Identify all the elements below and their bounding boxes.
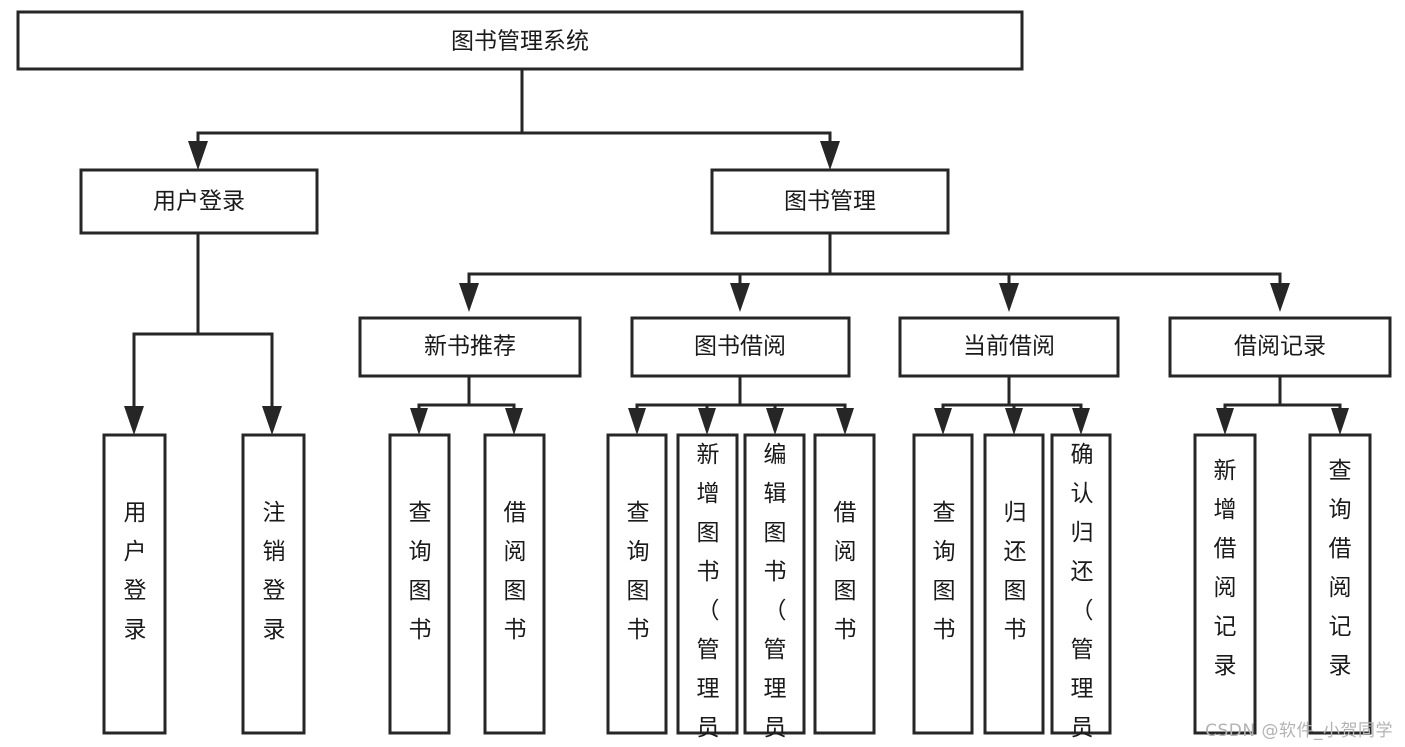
- node-leaf-edit-book-box[interactable]: [743, 433, 806, 735]
- node-leaf-confirm-return-box[interactable]: [1050, 433, 1112, 735]
- node-leaf-borrow-book-2[interactable]: 借阅图书: [813, 433, 876, 735]
- arrow-head-leaf-borrow-book-1: [505, 408, 523, 435]
- node-leaf-query-book-1-box[interactable]: [388, 433, 451, 735]
- node-current-borrow[interactable]: 当前借阅: [898, 316, 1120, 378]
- arrow-head-leaf-user-login: [124, 406, 144, 435]
- node-leaf-query-book-3-label: 查询图书: [933, 500, 956, 643]
- node-leaf-query-book-3[interactable]: 查询图书: [912, 433, 974, 735]
- node-new-book-rec-box[interactable]: [358, 316, 582, 378]
- node-leaf-user-login-box[interactable]: [102, 433, 167, 735]
- node-user-login-label: 用户登录: [153, 189, 245, 215]
- node-book-manage-label: 图书管理: [784, 189, 876, 215]
- arrow-head-current-borrow: [999, 283, 1019, 312]
- arrow-head-leaf-edit-book: [766, 408, 784, 435]
- node-root-label: 图书管理系统: [451, 29, 589, 55]
- node-leaf-borrow-book-2-box[interactable]: [813, 433, 876, 735]
- node-leaf-return-book[interactable]: 归还图书: [983, 433, 1045, 735]
- node-new-book-rec[interactable]: 新书推荐: [358, 316, 582, 378]
- node-current-borrow-box[interactable]: [898, 316, 1120, 378]
- node-leaf-return-book-label: 归还图书: [1004, 500, 1027, 643]
- node-leaf-user-logout-box[interactable]: [241, 433, 306, 735]
- arrow-head-leaf-user-logout: [262, 406, 282, 435]
- connector-group-borrow-record: [1216, 374, 1349, 435]
- connector-group-book-manage: [459, 231, 1290, 312]
- node-leaf-add-book-label: 新增图书（管理员）: [697, 442, 720, 747]
- node-leaf-query-record-label: 查询借阅记录: [1329, 458, 1352, 679]
- arrow-head-leaf-query-record: [1331, 408, 1349, 435]
- node-book-borrow[interactable]: 图书借阅: [630, 316, 851, 378]
- arrow-head-book-borrow: [730, 283, 750, 312]
- arrow-head-leaf-return-book: [1005, 408, 1023, 435]
- node-leaf-query-book-1[interactable]: 查询图书: [388, 433, 451, 735]
- node-borrow-record-box[interactable]: [1168, 316, 1392, 378]
- node-leaf-query-record[interactable]: 查询借阅记录: [1308, 433, 1372, 735]
- node-book-borrow-box[interactable]: [630, 316, 851, 378]
- arrow-head-leaf-add-record: [1216, 408, 1234, 435]
- arrow-head-leaf-add-book: [698, 408, 716, 435]
- node-leaf-query-book-3-box[interactable]: [912, 433, 974, 735]
- connector-group-root: [188, 67, 840, 170]
- node-current-borrow-label: 当前借阅: [963, 334, 1055, 360]
- node-leaf-add-record[interactable]: 新增借阅记录: [1193, 433, 1257, 735]
- arrow-head-leaf-confirm-return: [1072, 408, 1090, 435]
- node-book-manage[interactable]: 图书管理: [710, 168, 950, 235]
- connector-group-new-book-rec: [410, 374, 523, 435]
- node-borrow-record-label: 借阅记录: [1234, 334, 1326, 360]
- node-leaf-query-book-2-label: 查询图书: [627, 500, 650, 643]
- node-leaf-user-login[interactable]: 用户登录: [102, 433, 167, 735]
- node-book-borrow-label: 图书借阅: [694, 334, 786, 360]
- node-book-manage-box[interactable]: [710, 168, 950, 235]
- arrow-head-leaf-query-book-2: [628, 408, 646, 435]
- arrow-head-leaf-borrow-book-2: [836, 408, 854, 435]
- node-leaf-add-record-label: 新增借阅记录: [1214, 458, 1237, 679]
- node-leaf-borrow-book-2-label: 借阅图书: [834, 500, 857, 643]
- node-leaf-borrow-book-1-box[interactable]: [483, 433, 546, 735]
- node-leaf-query-book-2-box[interactable]: [606, 433, 668, 735]
- node-user-login-box[interactable]: [79, 168, 319, 235]
- arrow-head-book-manage: [820, 141, 840, 170]
- connector-group-user-login: [124, 231, 282, 435]
- node-leaf-user-logout-label: 注销登录: [263, 500, 286, 643]
- node-leaf-edit-book[interactable]: 编辑图书（管理员）: [743, 433, 806, 747]
- arrow-head-new-book-rec: [459, 283, 479, 312]
- node-root-box[interactable]: [16, 10, 1024, 71]
- arrow-head-leaf-query-book-1: [410, 408, 428, 435]
- node-leaf-return-book-box[interactable]: [983, 433, 1045, 735]
- node-leaf-user-login-label: 用户登录: [124, 500, 147, 643]
- node-leaf-add-book-box[interactable]: [676, 433, 739, 735]
- node-leaf-user-logout[interactable]: 注销登录: [241, 433, 306, 735]
- node-leaf-borrow-book-1-label: 借阅图书: [504, 500, 527, 643]
- node-user-login[interactable]: 用户登录: [79, 168, 319, 235]
- node-leaf-query-book-2[interactable]: 查询图书: [606, 433, 668, 735]
- node-leaf-edit-book-label: 编辑图书（管理员）: [764, 442, 787, 747]
- node-borrow-record[interactable]: 借阅记录: [1168, 316, 1392, 378]
- arrow-head-user-login: [188, 141, 208, 170]
- connector-group-current-borrow: [934, 374, 1090, 435]
- arrow-head-leaf-query-book-3: [934, 408, 952, 435]
- node-leaf-borrow-book-1[interactable]: 借阅图书: [483, 433, 546, 735]
- node-leaf-add-record-box[interactable]: [1193, 433, 1257, 735]
- arrow-head-borrow-record: [1270, 283, 1290, 312]
- node-leaf-add-book[interactable]: 新增图书（管理员）: [676, 433, 739, 747]
- node-leaf-query-book-1-label: 查询图书: [409, 500, 432, 643]
- node-root[interactable]: 图书管理系统: [16, 10, 1024, 71]
- node-new-book-rec-label: 新书推荐: [424, 334, 516, 360]
- node-leaf-confirm-return-label: 确认归还（管理员）: [1071, 442, 1094, 747]
- node-leaf-confirm-return[interactable]: 确认归还（管理员）: [1050, 433, 1112, 747]
- connector-group-book-borrow: [628, 374, 854, 435]
- node-leaf-query-record-box[interactable]: [1308, 433, 1372, 735]
